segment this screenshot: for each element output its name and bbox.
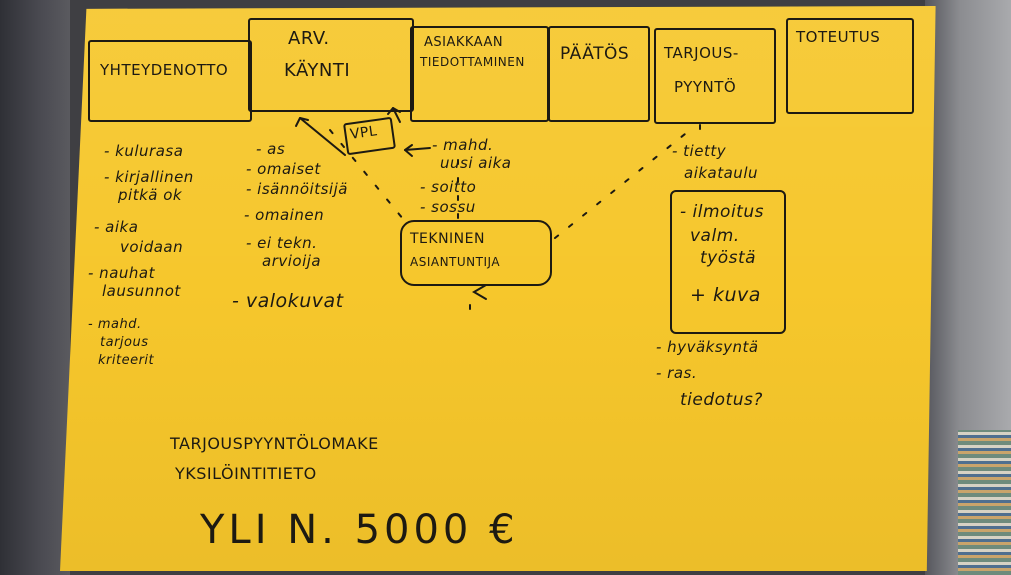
ilmoitus-box — [670, 190, 786, 334]
footer-summa: YLI N. 5000 € — [200, 507, 519, 553]
note-tarjous: tarjous — [100, 335, 149, 350]
note-nauhat: - nauhat — [88, 264, 155, 282]
vpl-label: VPL — [349, 123, 379, 143]
stage-label-pyynto: PYYNTÖ — [674, 78, 737, 96]
note-kuva: + kuva — [690, 284, 761, 306]
note-valm: valm. — [690, 226, 740, 246]
stage-label-tarjous: TARJOUS- — [664, 44, 739, 62]
footer-yksilointitieto: YKSILÖINTITIETO — [175, 464, 317, 483]
note-isannoitsija: - isännöitsijä — [246, 180, 348, 198]
note-tyosta: työstä — [700, 248, 757, 268]
note-ei-tekn: - ei tekn. — [246, 234, 318, 252]
footer-tarjouspyyntolomake: TARJOUSPYYNTÖLOMAKE — [170, 434, 379, 453]
note-kulurasa: - kulurasa — [104, 142, 184, 160]
asiantuntija-label: ASIANTUNTIJA — [410, 255, 501, 269]
stage-label-tiedottaminen: TIEDOTTAMINEN — [420, 55, 525, 69]
note-tiedotus: tiedotus? — [680, 390, 763, 410]
stage-label-arv: ARV. — [288, 28, 330, 49]
stage-label-yhteydenotto: YHTEYDENOTTO — [100, 61, 229, 79]
tekninen-asiantuntija-box — [400, 220, 552, 286]
background-fabric — [958, 430, 1011, 575]
background-sofa-left — [0, 0, 70, 575]
note-voidaan: voidaan — [120, 238, 184, 256]
stage-label-toteutus: TOTEUTUS — [796, 28, 881, 46]
note-aika: - aika — [94, 218, 139, 236]
note-ras: - ras. — [656, 364, 698, 382]
note-mahd-tarjous: - mahd. — [88, 317, 142, 332]
note-uusi-aika: uusi aika — [440, 154, 512, 172]
yellow-poster — [60, 6, 936, 571]
stage-box-paatos — [548, 26, 650, 122]
tekninen-label: TEKNINEN — [410, 231, 485, 247]
stage-label-kaynti: KÄYNTI — [284, 60, 351, 81]
note-ilmoitus: - ilmoitus — [680, 202, 764, 222]
stage-box-yhteydenotto — [88, 40, 252, 122]
note-omaiset: - omaiset — [246, 160, 321, 178]
note-as: - as — [256, 140, 286, 158]
note-aikataulu: aikataulu — [684, 164, 758, 182]
note-mahd: - mahd. — [432, 136, 494, 154]
stage-box-toteutus — [786, 18, 914, 114]
note-omainen: - omainen — [244, 206, 325, 224]
stage-label-asiakkaan: ASIAKKAAN — [424, 35, 504, 50]
note-lausunnot: lausunnot — [102, 282, 181, 300]
note-pitka-ok: pitkä ok — [118, 186, 183, 204]
note-arvioija: arvioija — [262, 252, 322, 270]
note-tietty: - tietty — [672, 142, 727, 160]
note-kirjallinen: - kirjallinen — [104, 168, 194, 186]
note-valokuvat: - valokuvat — [232, 290, 344, 312]
note-hyvaksynta: - hyväksyntä — [656, 338, 759, 356]
stage-box-tarjouspyynto — [654, 28, 776, 124]
stage-box-arv-kaynti — [248, 18, 414, 112]
note-kriteerit: kriteerit — [98, 353, 155, 368]
stage-label-paatos: PÄÄTÖS — [560, 44, 630, 64]
note-sossu: - sossu — [420, 198, 476, 216]
note-soitto: - soitto — [420, 178, 477, 196]
